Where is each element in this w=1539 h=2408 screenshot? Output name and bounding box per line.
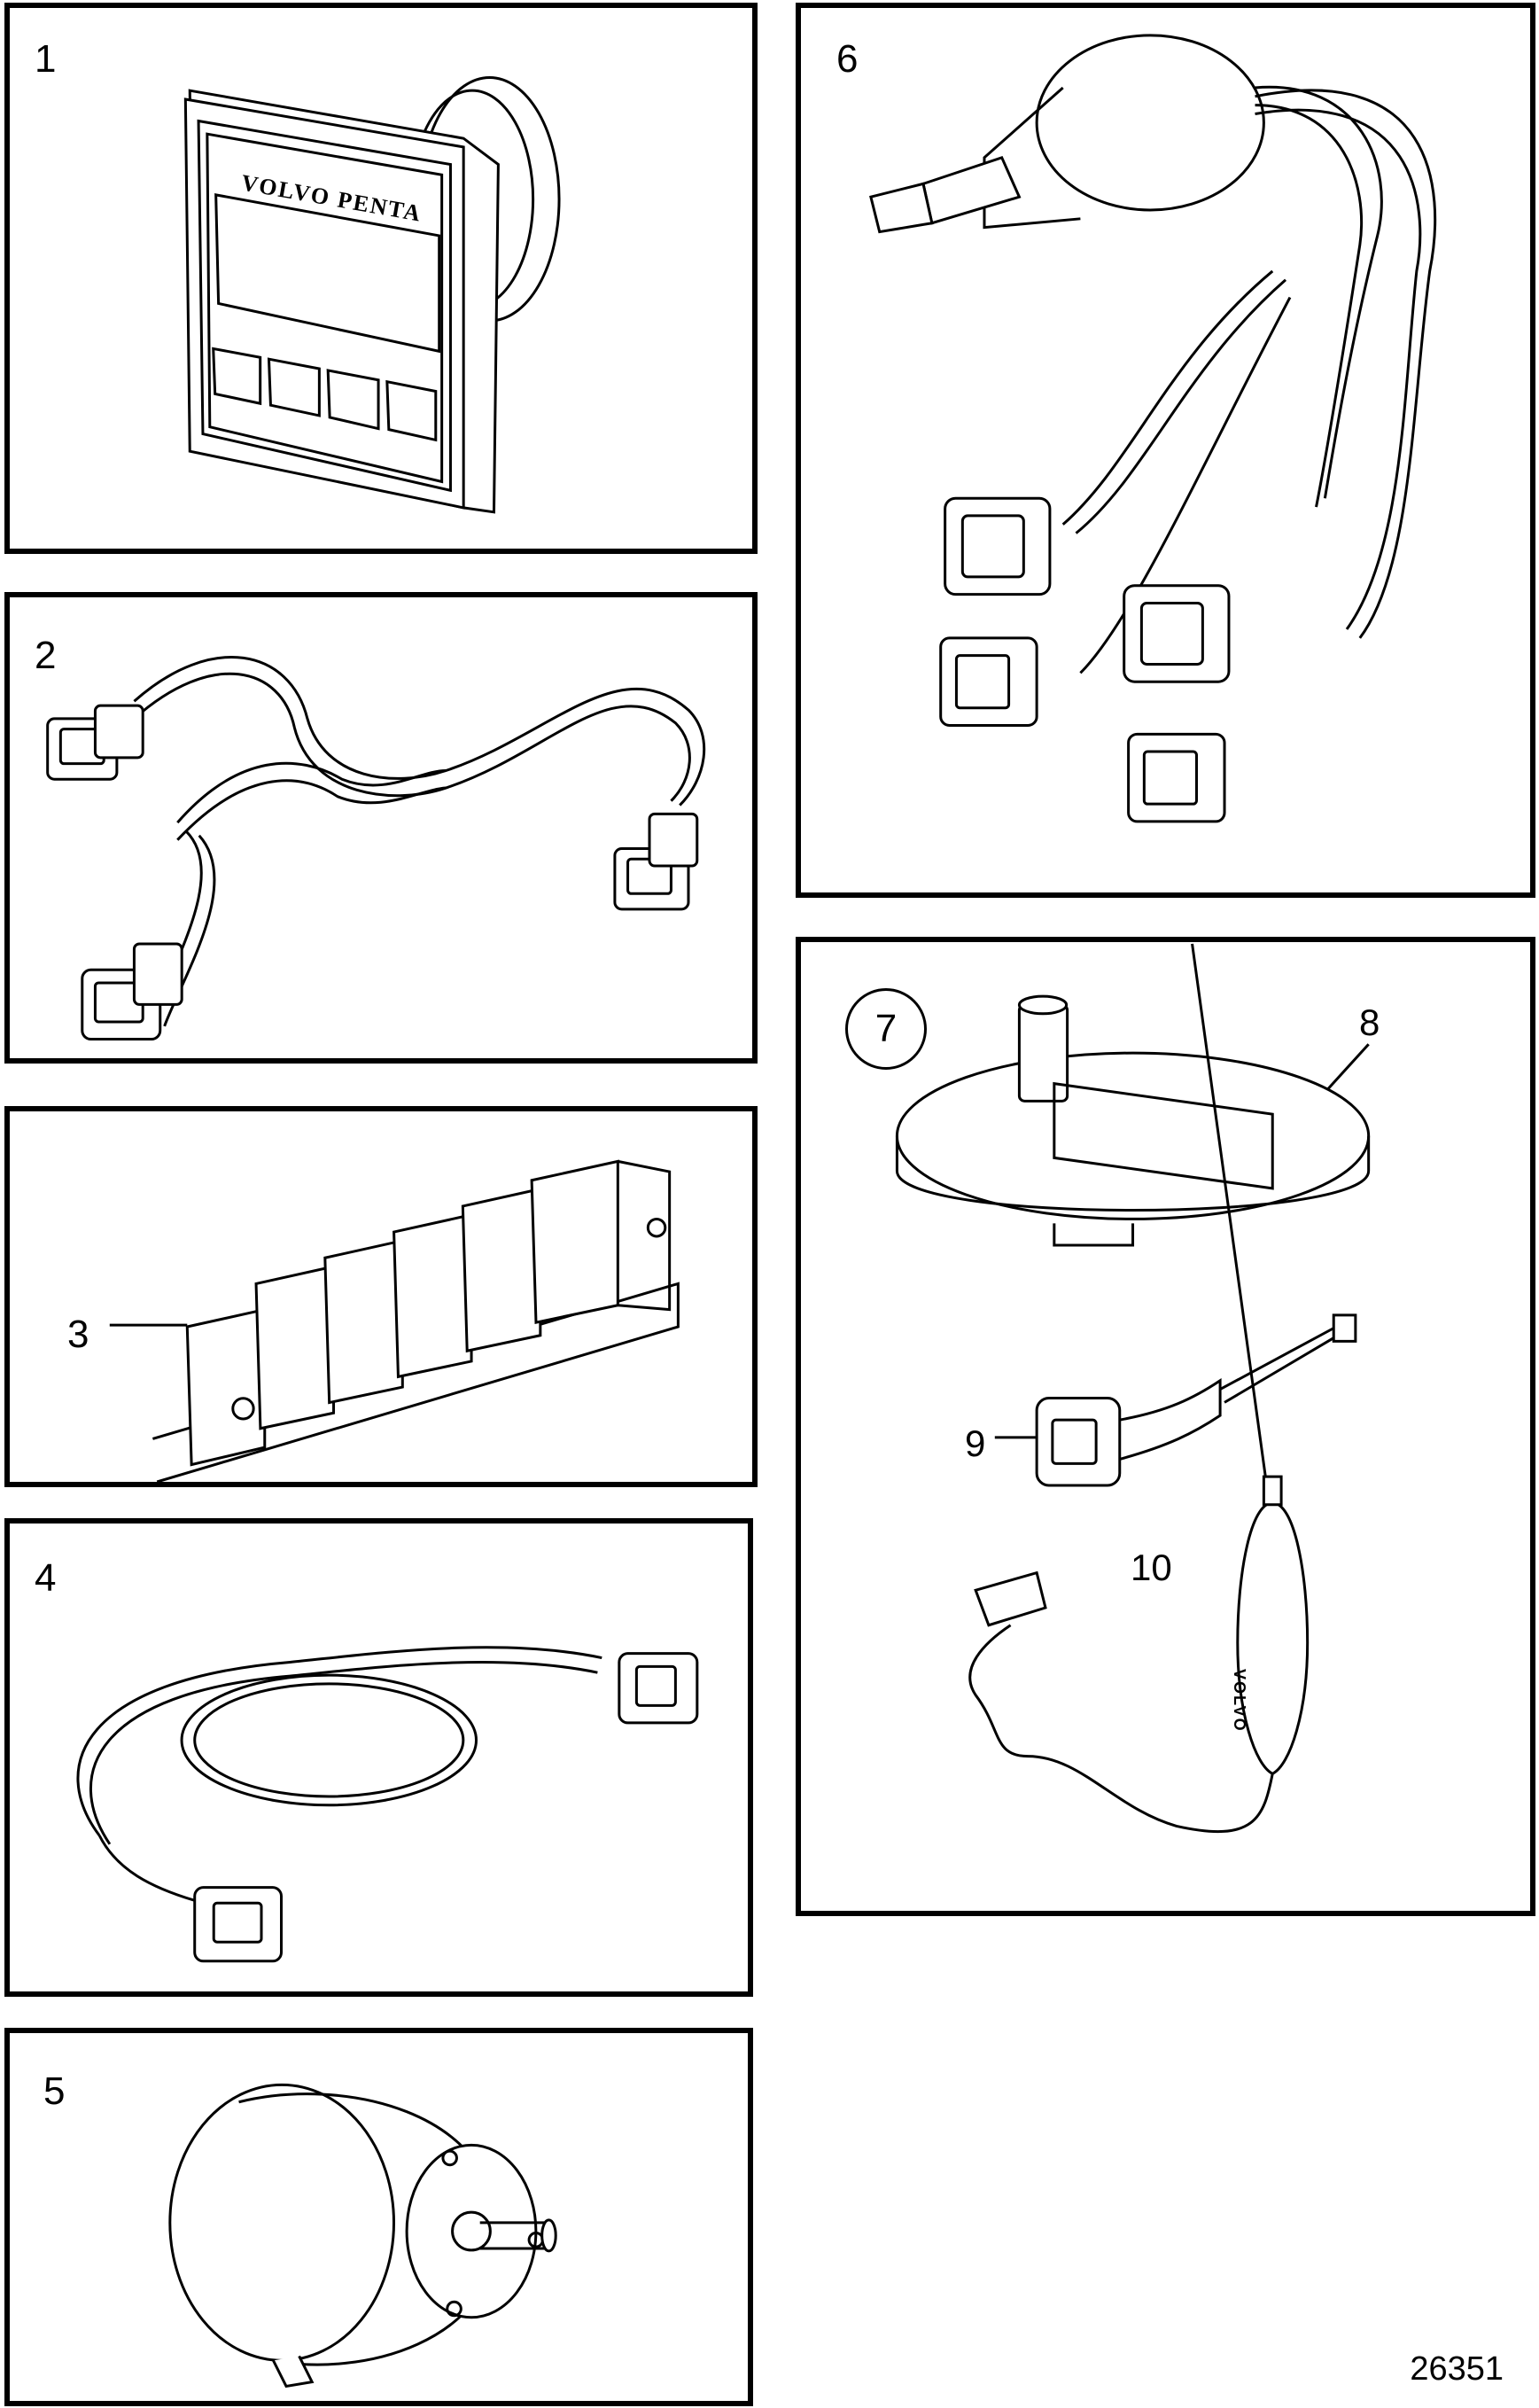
panel-6: 6 [796,3,1535,898]
callout-3: 3 [67,1313,89,1356]
gauge-sender-illustration [10,2033,748,2401]
figure-id: 26351 [1410,2350,1504,2388]
panel-label: 1 [35,37,57,81]
cable-illustration [10,1524,748,1991]
sender-harness-illustration [801,8,1530,892]
callout-10: 10 [1131,1547,1172,1588]
panel-3: 3 [4,1106,758,1487]
panel-7: 7 8 9 10 VOLVO [796,937,1535,1916]
panel-label: 6 [836,37,859,81]
harness-illustration [10,597,752,1058]
panel-label: 4 [35,1556,57,1600]
panel-4: 4 [4,1518,753,1997]
panel-2: 2 [4,592,758,1064]
connector-block-illustration [10,1111,752,1482]
callout-8: 8 [1359,1001,1380,1043]
panel-label: 2 [35,634,57,677]
callout-9: 9 [965,1422,986,1464]
panel-5: 5 [4,2028,753,2406]
display-illustration [10,8,752,549]
tool-kit-illustration [801,942,1530,1911]
tool-brand-text: VOLVO [1231,1669,1248,1733]
panel-1: 1 VOLVO PENTA [4,3,758,554]
panel-label: 5 [43,2069,66,2113]
kit-label: 7 [845,988,927,1070]
